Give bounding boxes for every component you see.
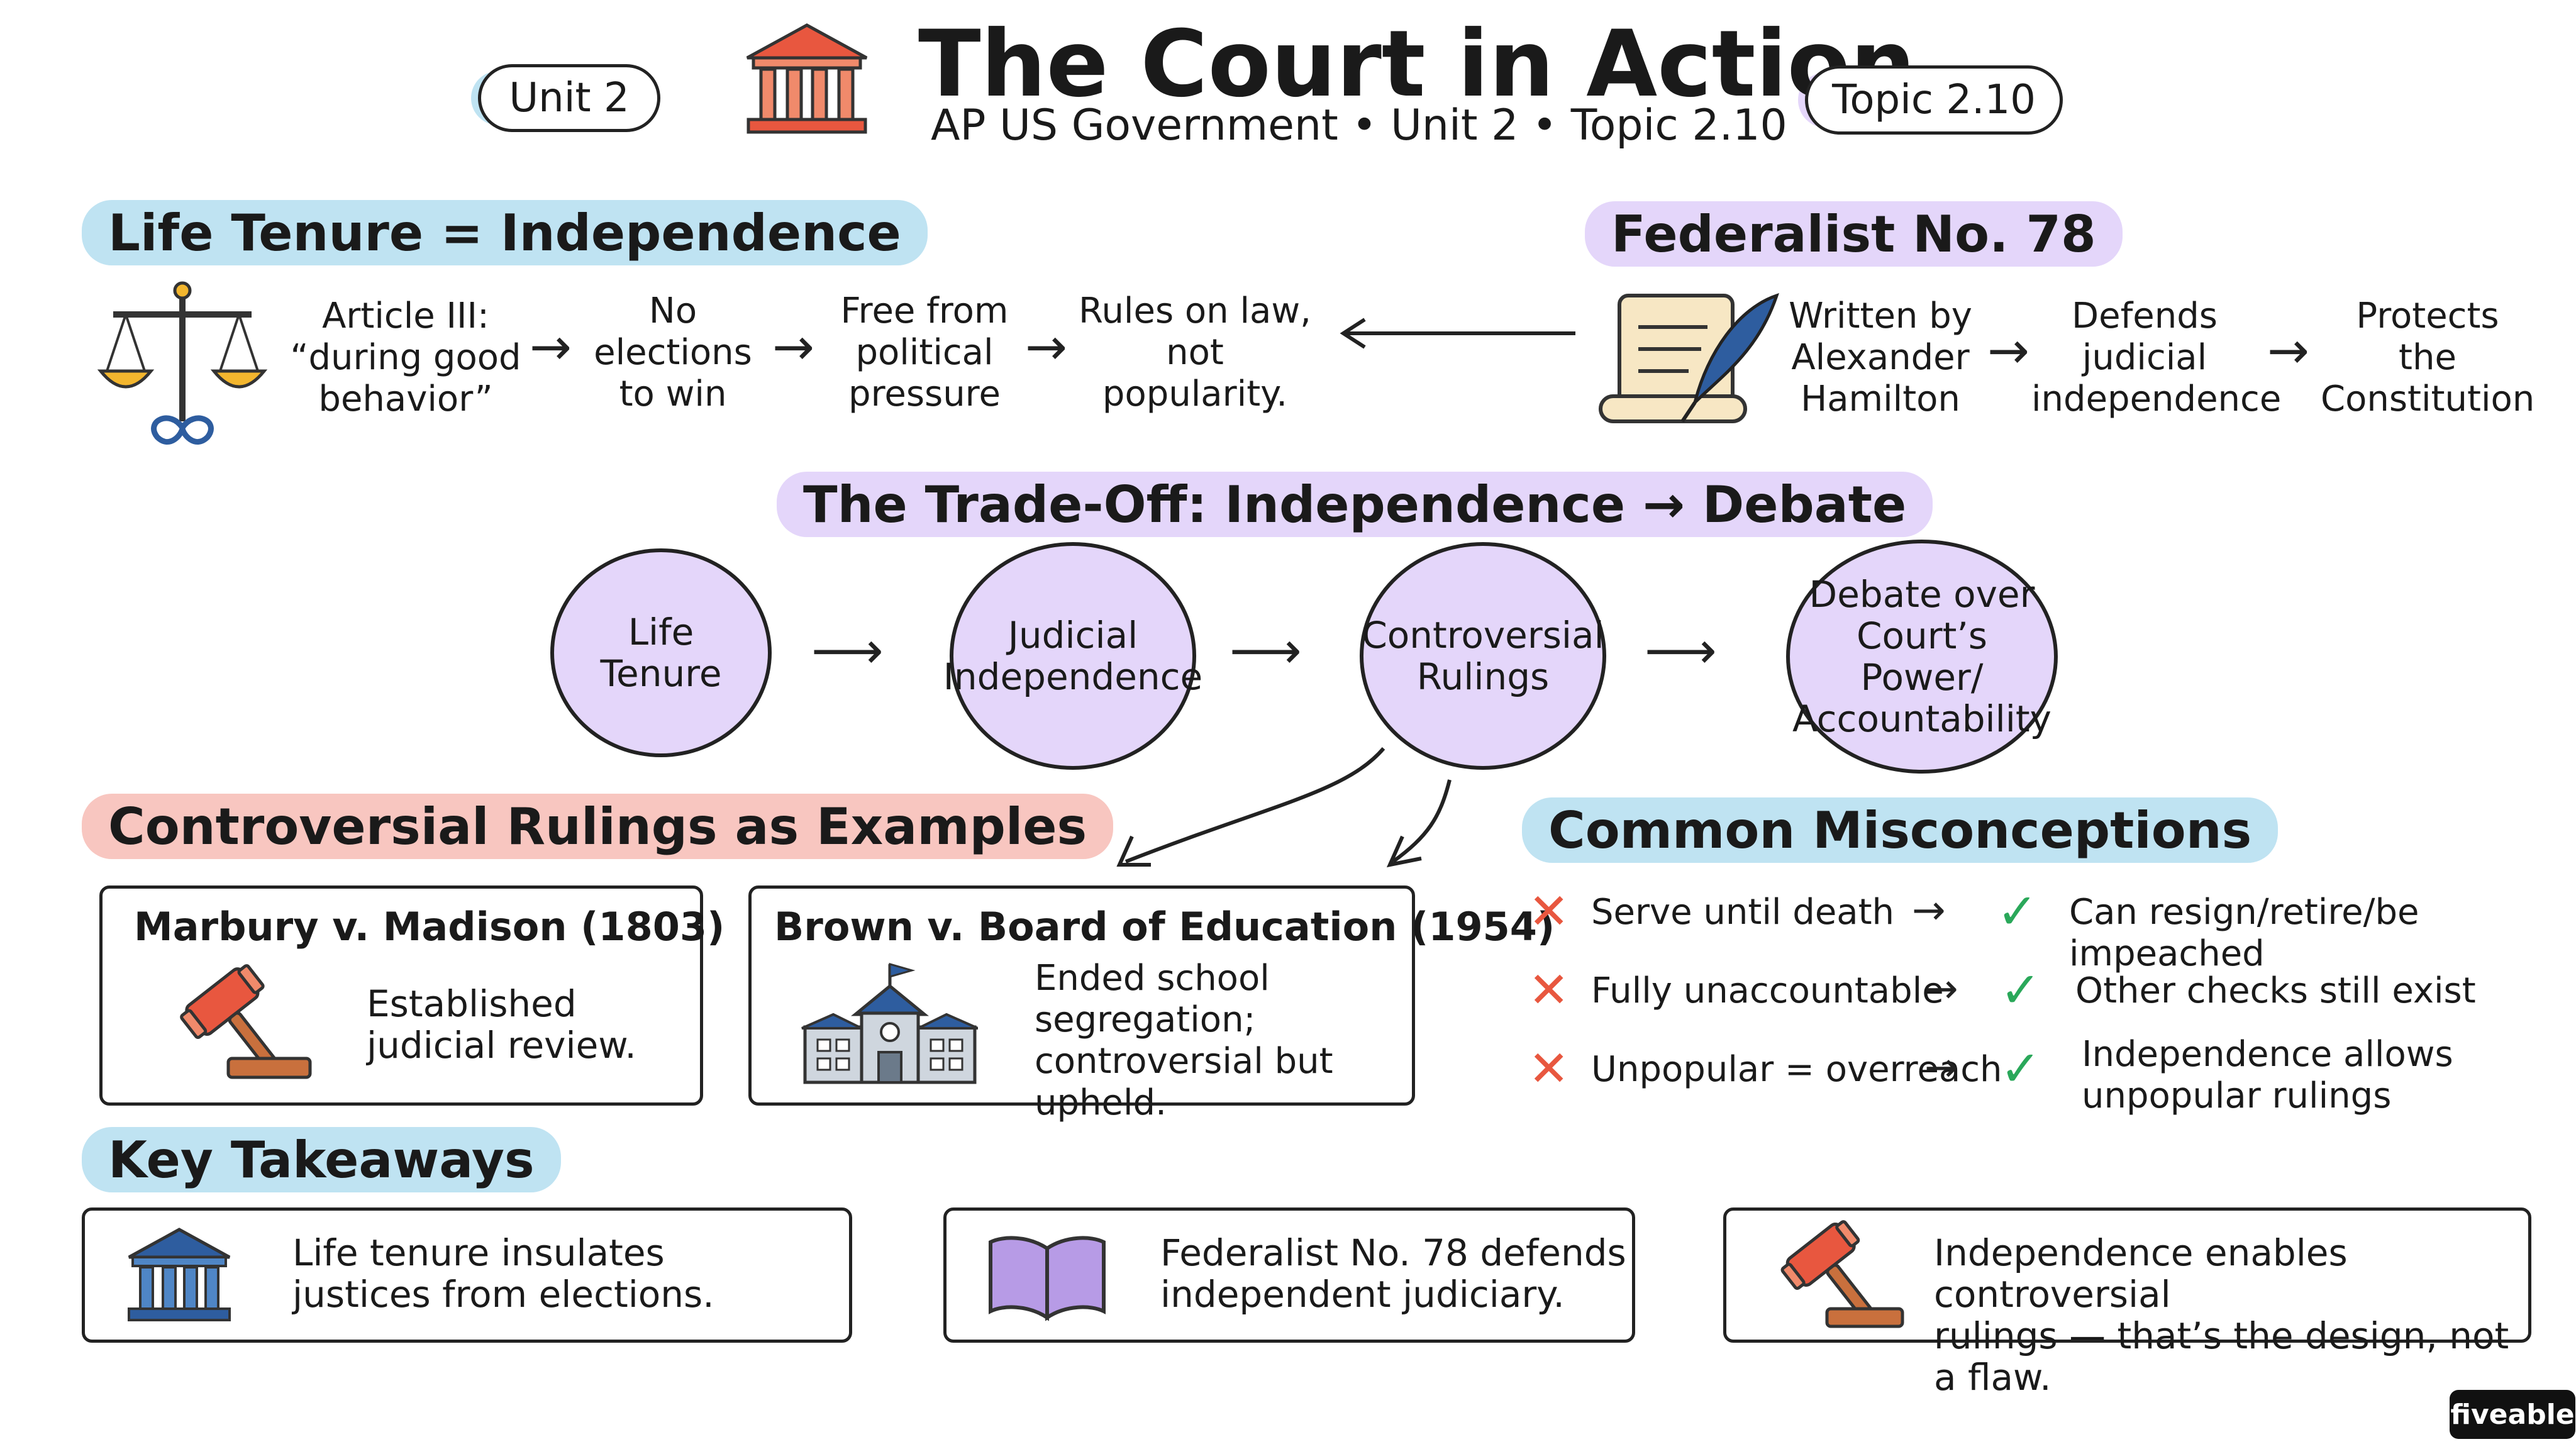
arrow-right-icon: → bbox=[772, 318, 815, 376]
cross-icon: ✕ bbox=[1528, 884, 1570, 940]
takeaway-text: Life tenure insulates justices from elec… bbox=[292, 1231, 714, 1316]
rulings-heading: Controversial Rulings as Examples bbox=[82, 794, 1114, 859]
open-book-icon bbox=[989, 1236, 1106, 1321]
takeaways-heading: Key Takeaways bbox=[82, 1127, 561, 1192]
life-step-free-from-pressure: Free from political pressure bbox=[840, 291, 1009, 414]
scroll-quill-icon bbox=[1599, 293, 1779, 423]
life-step-article-iii: Article III: “during good behavior” bbox=[290, 296, 521, 419]
arrow-right-icon: ⟶ bbox=[1230, 621, 1302, 680]
cross-icon: ✕ bbox=[1528, 962, 1570, 1019]
arrow-right-icon: ⟶ bbox=[1645, 621, 1717, 680]
topic-badge-label: Topic 2.10 bbox=[1832, 77, 2036, 123]
circle-controversial-rulings: Controversial Rulings bbox=[1360, 542, 1606, 770]
circle-judicial-independence: Judicial Independence bbox=[943, 542, 1202, 770]
arrow-right-icon: → bbox=[1912, 887, 1946, 934]
gavel-icon bbox=[180, 964, 312, 1079]
unit-badge-label: Unit 2 bbox=[509, 75, 630, 121]
arrow-right-icon: → bbox=[2267, 321, 2310, 380]
circle-life-tenure: Life Tenure bbox=[550, 548, 772, 757]
unit-badge: Unit 2 bbox=[471, 64, 660, 132]
circle-debate: Debate over Court’s Power/ Accountabilit… bbox=[1786, 540, 2058, 774]
federalist-heading: Federalist No. 78 bbox=[1585, 201, 2123, 267]
federalist-step-hamilton: Written by Alexander Hamilton bbox=[1789, 296, 1972, 419]
life-step-rules-on-law: Rules on law, not popularity. bbox=[1079, 291, 1311, 414]
case-title: Brown v. Board of Education (1954) bbox=[774, 904, 1555, 950]
page-title: The Court in Action bbox=[918, 11, 1916, 118]
scales-icon bbox=[97, 281, 268, 445]
life-step-no-elections: No elections to win bbox=[594, 291, 752, 414]
topic-badge: Topic 2.10 bbox=[1798, 65, 2063, 135]
arrow-right-icon: → bbox=[1924, 1045, 1958, 1091]
check-icon: ✓ bbox=[1997, 884, 2038, 940]
fact-text: Other checks still exist bbox=[2075, 970, 2476, 1011]
arrow-right-icon: → bbox=[1025, 318, 1068, 376]
tradeoff-heading: The Trade-Off: Independence → Debate bbox=[777, 472, 1933, 537]
takeaway-card-federalist: Federalist No. 78 defends independent ju… bbox=[943, 1208, 1635, 1343]
branch-arrows-icon bbox=[1116, 747, 1452, 868]
takeaway-text: Independence enables controversial rulin… bbox=[1934, 1231, 2509, 1399]
case-card-brown: Brown v. Board of Education (1954) Ended… bbox=[748, 886, 1555, 1123]
takeaway-text: Federalist No. 78 defends independent ju… bbox=[1160, 1231, 1626, 1316]
schoolhouse-icon bbox=[801, 963, 978, 1084]
takeaway-card-life-tenure: Life tenure insulates justices from elec… bbox=[82, 1208, 852, 1343]
arrow-right-icon: → bbox=[530, 318, 572, 376]
misconceptions-heading: Common Misconceptions bbox=[1522, 797, 2279, 863]
long-arrow-left-icon bbox=[1340, 318, 1575, 349]
case-card-marbury: Marbury v. Madison (1803) Established ju… bbox=[99, 886, 724, 1106]
myth-text: Serve until death bbox=[1591, 892, 1895, 933]
fact-text: Can resign/retire/be impeached bbox=[2069, 892, 2419, 974]
case-text: Established judicial review. bbox=[367, 982, 636, 1067]
page-subtitle: AP US Government • Unit 2 • Topic 2.10 bbox=[931, 101, 1787, 150]
life-tenure-heading: Life Tenure = Independence bbox=[82, 200, 928, 265]
fact-text: Independence allows unpopular rulings bbox=[2082, 1034, 2453, 1116]
federalist-step-protects: Protects the Constitution bbox=[2321, 296, 2535, 419]
fiveable-logo: fiveable bbox=[2450, 1390, 2575, 1439]
myth-text: Unpopular = overreach bbox=[1591, 1049, 2002, 1090]
gavel-icon bbox=[1780, 1220, 1904, 1328]
myth-text: Fully unaccountable bbox=[1591, 970, 1944, 1011]
case-text: Ended school segregation; controversial … bbox=[1035, 958, 1333, 1123]
arrow-right-icon: → bbox=[1987, 321, 2030, 380]
check-icon: ✓ bbox=[2000, 1041, 2041, 1097]
check-icon: ✓ bbox=[2000, 962, 2041, 1019]
case-title: Marbury v. Madison (1803) bbox=[134, 904, 725, 950]
cross-icon: ✕ bbox=[1528, 1041, 1570, 1097]
arrow-right-icon: → bbox=[1924, 966, 1958, 1013]
courthouse-icon bbox=[128, 1228, 231, 1321]
takeaway-card-independence: Independence enables controversial rulin… bbox=[1723, 1208, 2531, 1398]
federalist-step-defends: Defends judicial independence bbox=[2031, 296, 2282, 419]
arrow-right-icon: ⟶ bbox=[811, 621, 884, 680]
courthouse-icon bbox=[746, 23, 868, 134]
